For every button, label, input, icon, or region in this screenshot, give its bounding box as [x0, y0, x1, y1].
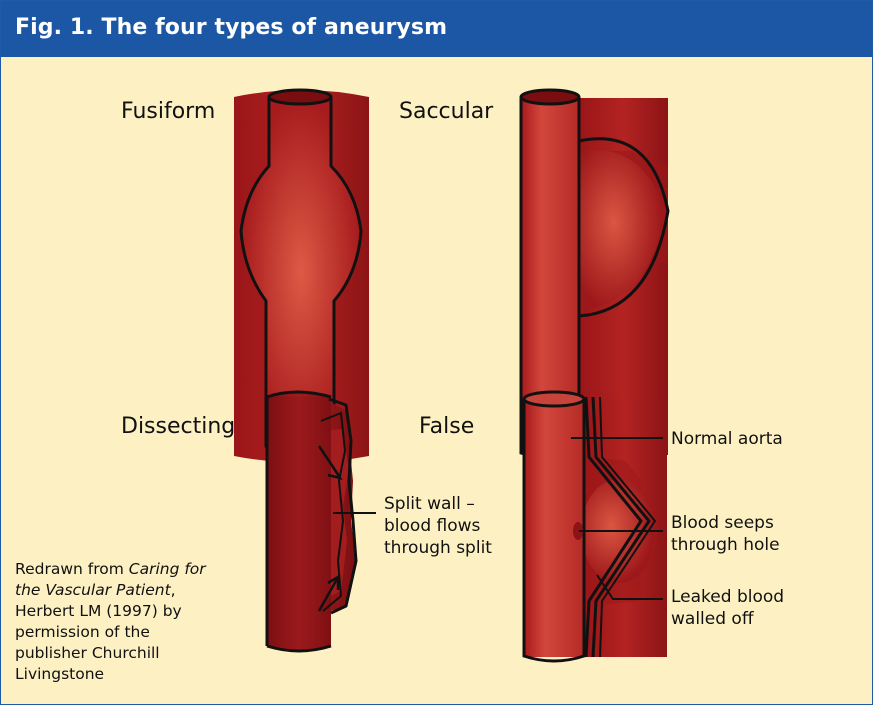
leaked-blood-text-1: Leaked blood	[671, 587, 784, 607]
figure-title: Fig. 1. The four types of aneurysm	[15, 15, 447, 40]
credit-note: Redrawn from Caring for the Vascular Pat…	[15, 559, 225, 685]
fusiform-label: Fusiform	[121, 99, 215, 124]
credit-pre: Redrawn from	[15, 560, 129, 578]
saccular-label: Saccular	[399, 99, 494, 124]
split-wall-text-1: Split wall –	[384, 494, 475, 514]
split-wall-callout: Split wall – blood flows through split	[333, 494, 492, 558]
split-wall-text-3: through split	[384, 538, 492, 558]
false-vessel	[524, 392, 667, 661]
dissecting-label: Dissecting	[121, 414, 235, 439]
normal-aorta-text: Normal aorta	[671, 429, 783, 449]
leaked-blood-text-2: walled off	[671, 609, 755, 629]
blood-seeps-text-2: through hole	[671, 535, 780, 555]
split-wall-text-2: blood flows	[384, 516, 481, 536]
blood-seeps-text-1: Blood seeps	[671, 513, 774, 533]
false-label: False	[419, 414, 474, 439]
dissecting-vessel	[267, 392, 356, 651]
figure-header: Fig. 1. The four types of aneurysm	[1, 1, 872, 57]
